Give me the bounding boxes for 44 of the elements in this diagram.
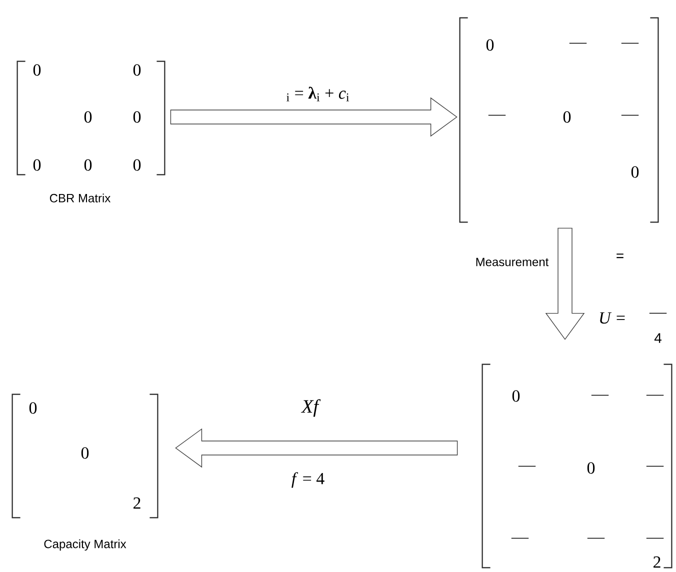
edge-label: Measurement (474, 256, 550, 268)
matrix (16, 60, 166, 176)
matrix-entry: — (587, 538, 605, 539)
matrix-caption: CBR Matrix (50, 194, 111, 202)
formula-text: f = 4 (292, 472, 324, 488)
matrix-entry: — (646, 466, 664, 467)
matrix-entry: 0 (133, 64, 141, 76)
matrix-entry: 0 (133, 159, 141, 171)
edge-label: $_{i}$ = λ$_{i}$ + c$_{i}$ (285, 86, 351, 102)
matrix-entry: — (569, 42, 587, 44)
matrix-entry: 2 (134, 497, 140, 509)
matrix-entry: 0 (33, 64, 41, 76)
matrix-entry: — (488, 114, 506, 116)
matrix-entry: 0 (29, 402, 37, 414)
matrix-caption: Capacity Matrix (44, 539, 126, 551)
block-arrow (175, 428, 458, 468)
matrix-entry: — (518, 466, 536, 467)
edge-label: Xf (300, 398, 321, 418)
matrix-entry: — (646, 394, 664, 396)
block-arrow (170, 97, 458, 137)
matrix-entry: 2 (654, 556, 660, 568)
matrix-entry: — (511, 538, 529, 539)
matrix-entry: 0 (81, 447, 89, 459)
matrix-entry: 0 (563, 111, 571, 123)
formula-text: — (649, 312, 667, 314)
matrix-entry: 0 (587, 462, 595, 474)
matrix-entry: — (646, 538, 664, 539)
formula-text: U = (600, 312, 625, 324)
matrix-entry: 0 (84, 159, 92, 171)
formula-text: 4 (654, 333, 662, 343)
block-arrow (545, 228, 585, 340)
matrix-entry: 0 (512, 390, 520, 402)
matrix-entry: — (591, 394, 609, 396)
matrix-entry: 0 (133, 111, 141, 123)
matrix-entry: 0 (84, 111, 92, 123)
matrix-entry: 0 (33, 159, 41, 171)
matrix (482, 364, 672, 568)
matrix (12, 394, 158, 518)
matrix (459, 17, 659, 223)
matrix-entry: — (621, 42, 639, 44)
matrix-entry: 0 (631, 166, 639, 178)
matrix-entry: 0 (486, 39, 494, 51)
matrix-entry: — (621, 114, 639, 116)
formula-text: = (616, 254, 624, 258)
